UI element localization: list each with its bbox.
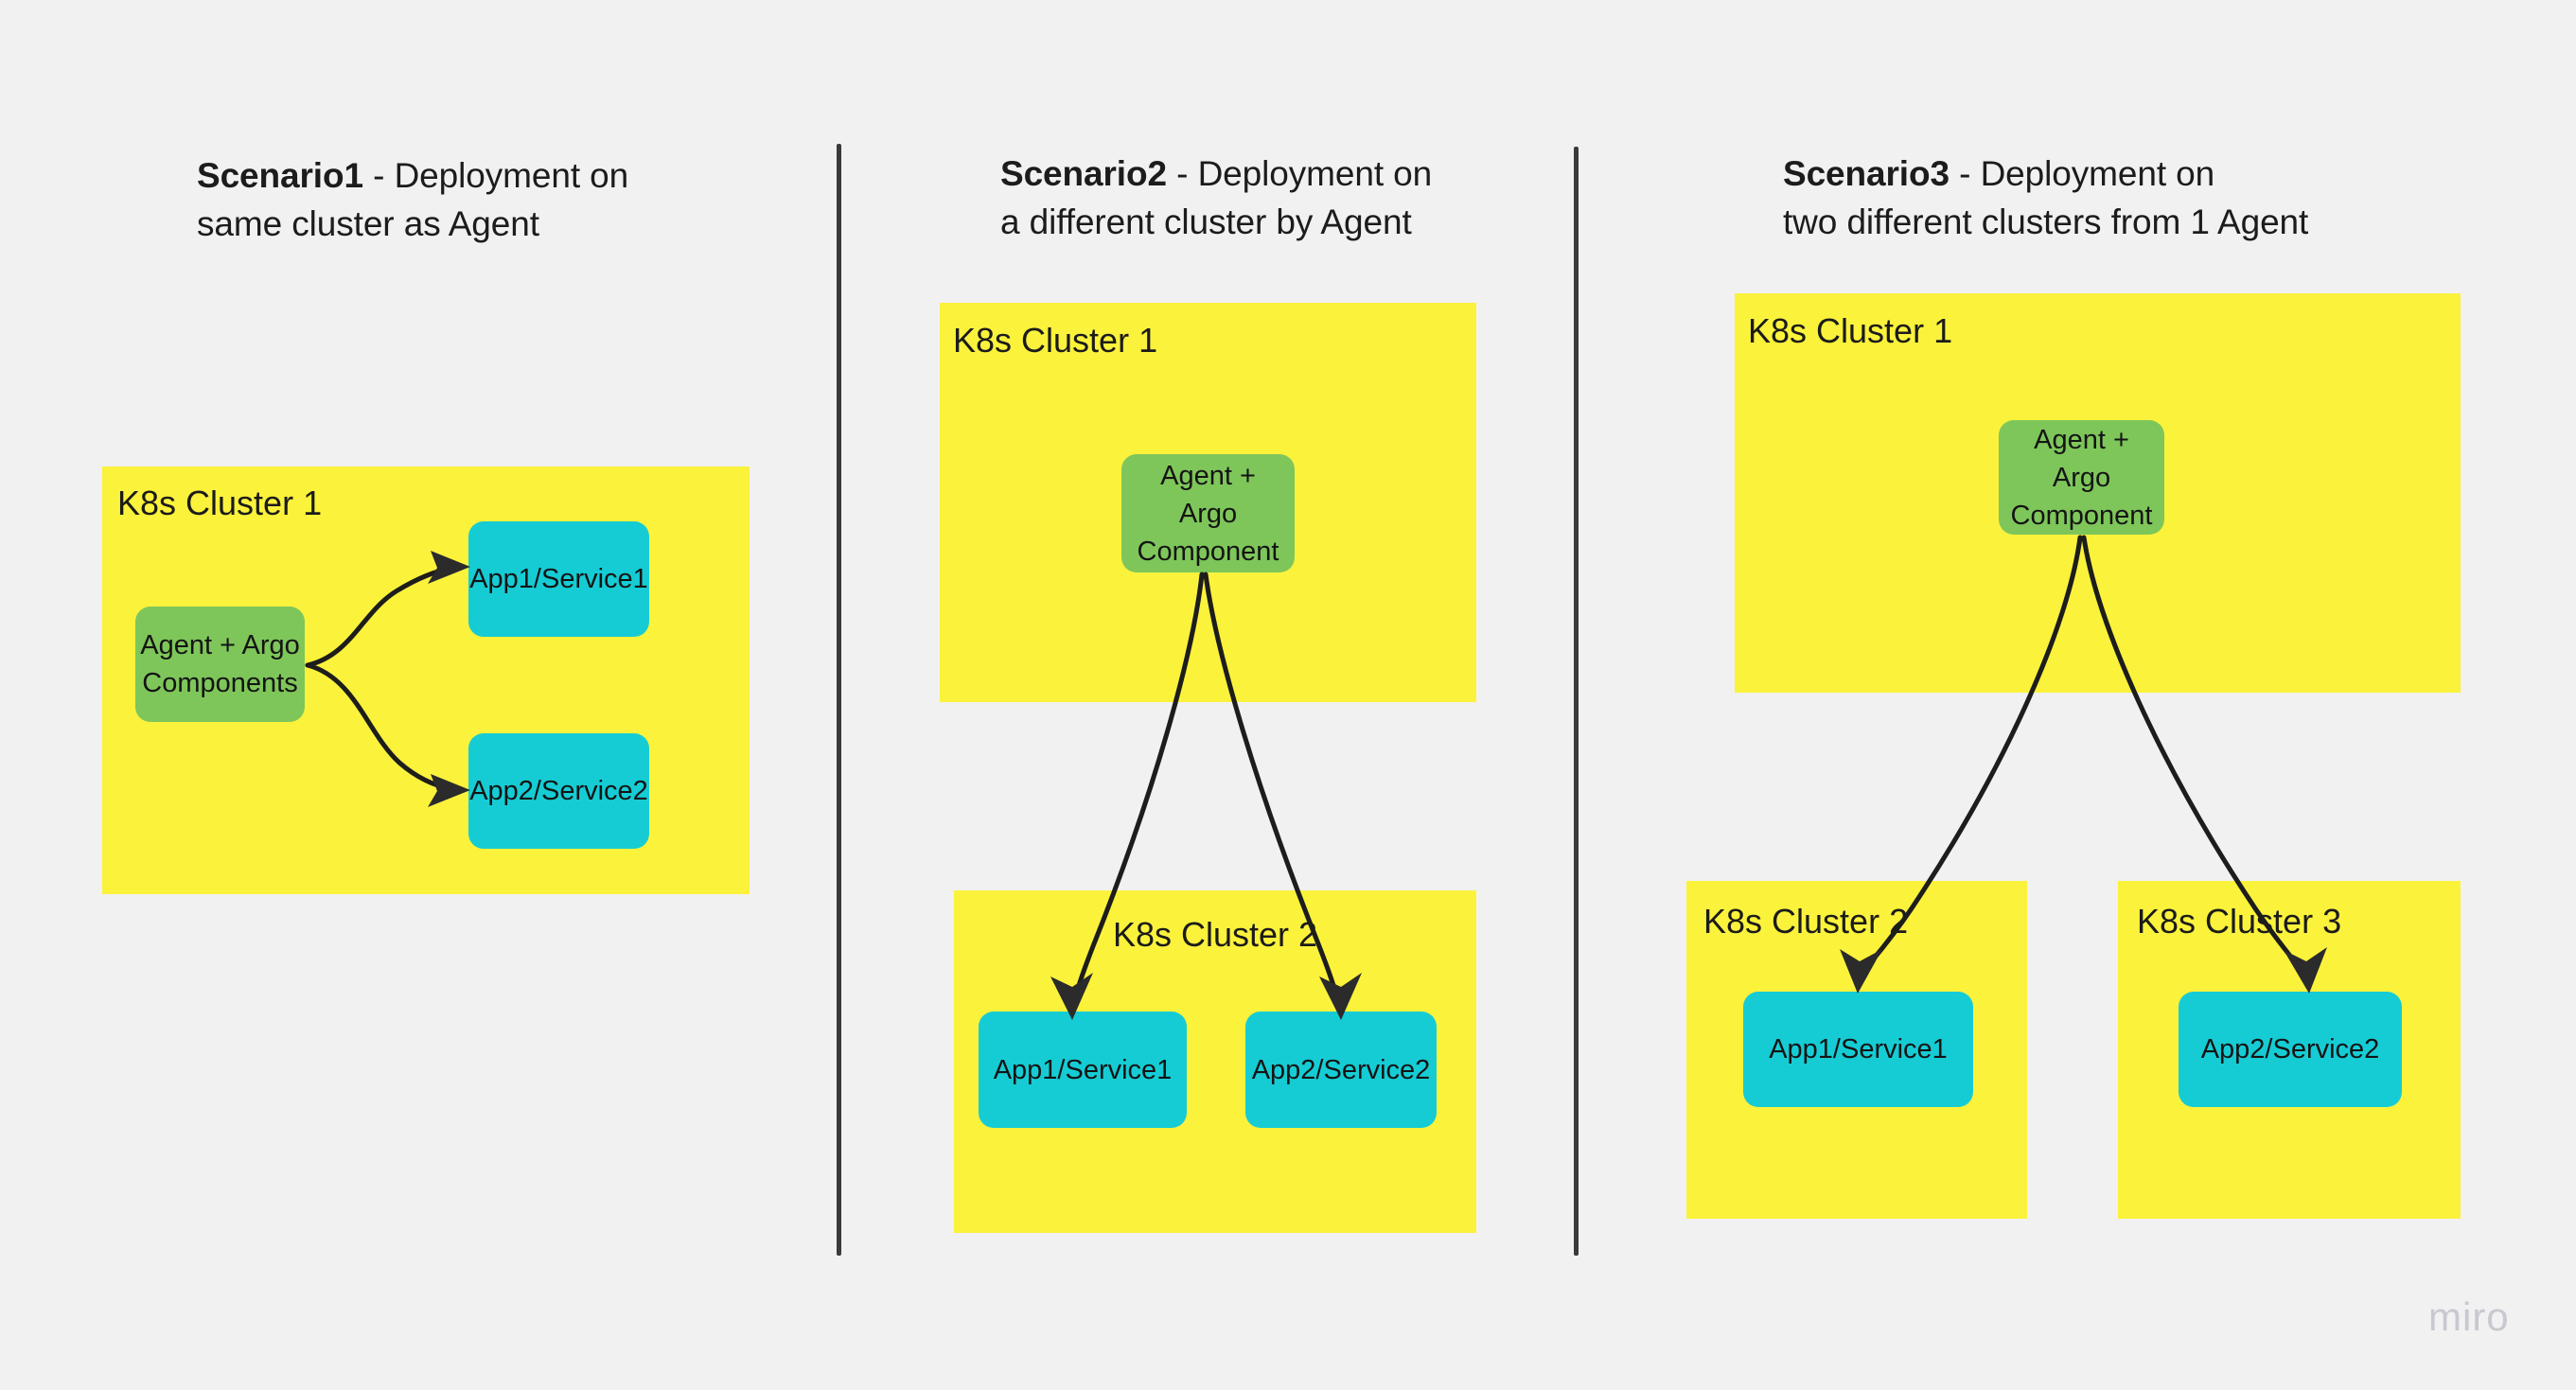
scenario3-cluster3-label: K8s Cluster 3: [2137, 902, 2342, 941]
scenario3-title-bold: Scenario3: [1783, 154, 1950, 193]
scenario1-app1-node[interactable]: App1/Service1: [468, 521, 649, 637]
scenario2-agent-node[interactable]: Agent + Argo Component: [1121, 454, 1295, 572]
scenario2-cluster2-label: K8s Cluster 2: [1112, 915, 1318, 954]
scenario1-title: Scenario1 - Deployment on same cluster a…: [197, 151, 628, 248]
scenario1-app2-node[interactable]: App2/Service2: [468, 733, 649, 849]
scenario3-cluster1-label: K8s Cluster 1: [1748, 311, 1953, 350]
scenario1-agent-node[interactable]: Agent + Argo Components: [135, 607, 305, 722]
scenario1-title-rest: - Deployment on same cluster as Agent: [197, 156, 629, 243]
panel-divider-1: [837, 144, 841, 1256]
miro-watermark: miro: [2428, 1294, 2510, 1339]
scenario2-app1-node[interactable]: App1/Service1: [979, 1012, 1187, 1128]
scenario3-agent-node[interactable]: Agent + Argo Component: [1999, 420, 2164, 535]
scenario1-cluster1-label: K8s Cluster 1: [117, 484, 323, 522]
scenario2-title-bold: Scenario2: [1000, 154, 1167, 193]
scenario2-app2-node[interactable]: App2/Service2: [1245, 1012, 1437, 1128]
scenario2-title-rest: - Deployment on a different cluster by A…: [1000, 154, 1433, 241]
scenario3-title: Scenario3 - Deployment on two different …: [1783, 150, 2308, 246]
scenario2-cluster1-label: K8s Cluster 1: [953, 321, 1158, 360]
panel-divider-2: [1574, 147, 1579, 1256]
scenario2-title: Scenario2 - Deployment on a different cl…: [1000, 150, 1432, 246]
scenario3-app2-node[interactable]: App2/Service2: [2179, 992, 2402, 1107]
scenario3-app1-node[interactable]: App1/Service1: [1743, 992, 1973, 1107]
scenario3-title-rest: - Deployment on two different clusters f…: [1783, 154, 2309, 241]
scenario3-cluster2-label: K8s Cluster 2: [1703, 902, 1909, 941]
scenario1-title-bold: Scenario1: [197, 156, 363, 195]
